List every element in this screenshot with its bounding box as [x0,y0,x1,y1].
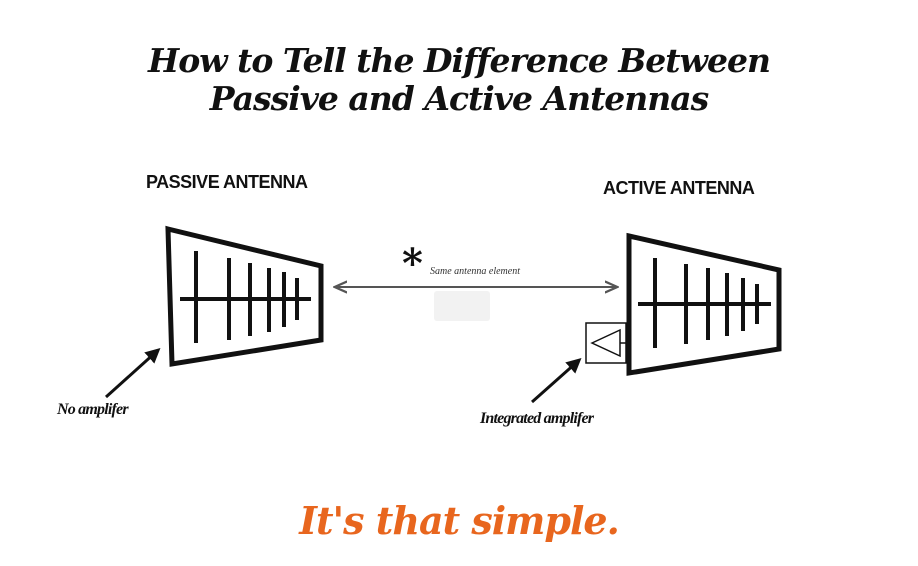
same-element-note: Same antenna element [430,266,520,277]
passive-antenna-heading: PASSIVE ANTENNA [146,172,308,192]
placeholder-box [434,291,490,321]
diagram-title: How to Tell the Difference Between Passi… [0,42,918,118]
asterisk-icon: * [402,240,423,287]
title-line-2: Passive and Active Antennas [209,79,710,118]
active-note: Integrated amplifer [480,410,594,427]
active-pointer-arrow [531,358,582,404]
footer-tagline: It's that simple. [299,498,620,543]
passive-note: No amplifer [57,401,129,418]
active-antenna-icon [626,232,782,376]
passive-pointer-arrow [104,347,161,399]
passive-antenna-icon [165,225,324,367]
title-line-1: How to Tell the Difference Between [148,41,771,80]
amplifier-icon [585,322,627,364]
active-antenna-heading: ACTIVE ANTENNA [603,178,755,198]
